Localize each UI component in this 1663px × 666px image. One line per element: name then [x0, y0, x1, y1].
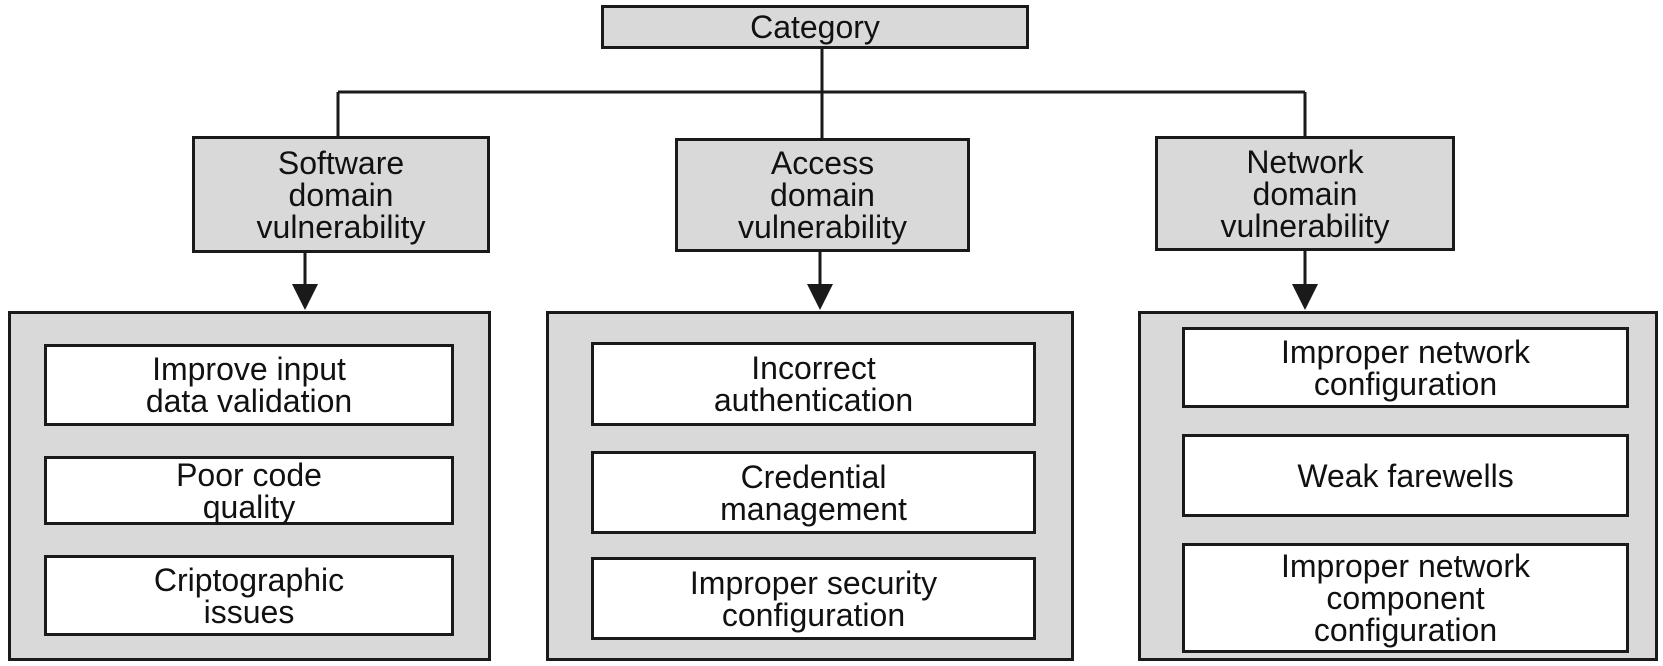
access-item-label: Incorrect authentication [713, 350, 914, 418]
software-item-label: Poor code quality [176, 456, 322, 525]
network-domain-box: Network domain vulnerability [1155, 136, 1455, 251]
network-item: Weak farewells [1182, 434, 1629, 517]
software-item: Criptographic issues [44, 555, 454, 636]
access-item: Incorrect authentication [591, 342, 1036, 426]
software-domain-label: Software domain vulnerability [256, 144, 426, 245]
access-domain-label: Access domain vulnerability [738, 145, 907, 245]
software-item: Improve input data validation [44, 344, 454, 426]
network-domain-label: Network domain vulnerability [1220, 143, 1390, 244]
arrow-head-network [1292, 284, 1318, 310]
network-item: Improper network component configuration [1182, 543, 1629, 653]
category-root-label: Category [750, 9, 880, 45]
arrow-head-access [807, 284, 833, 310]
software-domain-box: Software domain vulnerability [192, 136, 490, 253]
access-domain-box: Access domain vulnerability [675, 138, 970, 252]
arrow-head-software [292, 284, 318, 310]
network-item-label: Improper network component configuration [1281, 548, 1530, 648]
access-item: Improper security configuration [591, 557, 1036, 640]
access-item-label: Improper security configuration [689, 564, 938, 633]
network-item-label: Improper network configuration [1281, 333, 1530, 402]
software-item: Poor code quality [44, 456, 454, 525]
access-item-label: Credential management [720, 458, 907, 527]
category-root-box: Category [601, 5, 1029, 49]
network-item-label: Weak farewells [1297, 457, 1514, 494]
access-item: Credential management [591, 451, 1036, 534]
software-item-label: Criptographic issues [153, 561, 345, 630]
software-item-label: Improve input data validation [145, 351, 353, 419]
network-item: Improper network configuration [1182, 327, 1629, 408]
